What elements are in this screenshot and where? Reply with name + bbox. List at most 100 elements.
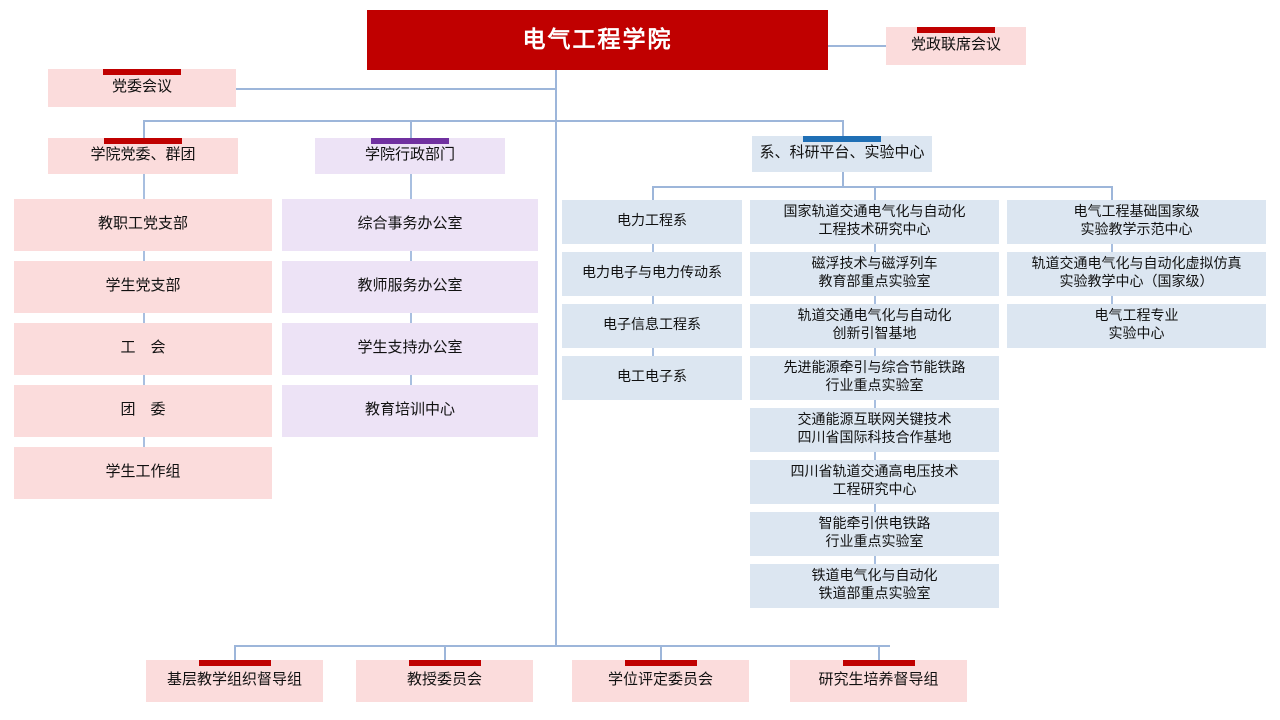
node-party-item-0[interactable]: 教职工党支部 [14,199,272,251]
node-admin-item-1-label: 教师服务办公室 [357,278,463,295]
connector-admin-stub-1 [410,251,412,261]
accent-bar-red [408,660,481,666]
branch-header-academic-label: 系、科研平台、实验中心 [759,145,925,162]
branch-header-admin[interactable]: 学院行政部门 [315,138,505,174]
connector-admin-stub-0 [410,174,412,199]
connector-plat-stub-3 [874,348,876,356]
connector-plat-stub-2 [874,296,876,304]
root-node-label: 电气工程学院 [522,27,673,53]
node-center-0[interactable]: 电气工程基础国家级 实验教学示范中心 [1007,200,1266,244]
node-center-2[interactable]: 电气工程专业 实验中心 [1007,304,1266,348]
node-committee-3-label: 研究生培养督导组 [818,672,939,689]
node-platform-6-label: 智能牵引供电铁路 行业重点实验室 [818,517,931,550]
node-admin-item-0-label: 综合事务办公室 [357,216,463,233]
branch-header-party[interactable]: 学院党委、群团 [48,138,238,174]
node-platform-2[interactable]: 轨道交通电气化与自动化 创新引智基地 [750,304,999,348]
node-center-1-label: 轨道交通电气化与自动化虚拟仿真 实验教学中心（国家级） [1031,257,1242,290]
accent-bar-purple [371,138,449,144]
connector-academic-col3 [1111,186,1113,200]
connector-dept-stub-1 [652,244,654,252]
node-committee-1-label: 教授委员会 [406,672,482,689]
connector-party-stub-4 [143,437,145,447]
node-platform-0-label: 国家轨道交通电气化与自动化 工程技术研究中心 [783,205,966,238]
node-platform-5[interactable]: 四川省轨道交通高电压技术 工程研究中心 [750,460,999,504]
node-admin-item-3-label: 教育培训中心 [364,402,455,419]
connector-bus-to-party [143,120,145,138]
connector-committee-4 [878,645,880,660]
connector-dept-stub-2 [652,296,654,304]
node-platform-4[interactable]: 交通能源互联网关键技术 四川省国际科技合作基地 [750,408,999,452]
accent-bar-red [198,660,271,666]
connector-bus-to-admin [410,120,412,138]
root-node-college[interactable]: 电气工程学院 [367,10,828,70]
node-department-0[interactable]: 电力工程系 [562,200,742,244]
accent-bar-blue [803,136,881,142]
connector-party-stub-1 [143,251,145,261]
branch-header-admin-label: 学院行政部门 [364,147,455,164]
node-admin-item-1[interactable]: 教师服务办公室 [282,261,538,313]
node-department-2-label: 电子信息工程系 [603,318,701,334]
node-department-2[interactable]: 电子信息工程系 [562,304,742,348]
connector-party-stub-3 [143,375,145,385]
node-department-1[interactable]: 电力电子与电力传动系 [562,252,742,296]
node-joint-meeting[interactable]: 党政联席会议 [886,27,1026,65]
node-platform-1-label: 磁浮技术与磁浮列车 教育部重点实验室 [811,257,938,290]
connector-academic-down [842,172,844,188]
connector-dept-stub-3 [652,348,654,356]
connector-root-trunk [555,70,557,646]
node-center-2-label: 电气工程专业 实验中心 [1094,309,1179,342]
accent-bar-red [103,69,181,75]
connector-center-stub-2 [1111,296,1113,304]
node-department-3[interactable]: 电工电子系 [562,356,742,400]
node-platform-5-label: 四川省轨道交通高电压技术 工程研究中心 [790,465,959,498]
accent-bar-red [624,660,697,666]
connector-plat-stub-1 [874,244,876,252]
node-platform-2-label: 轨道交通电气化与自动化 创新引智基地 [797,309,952,342]
node-party-item-4-label: 学生工作组 [105,464,181,481]
node-committee-0-label: 基层教学组织督导组 [166,672,302,689]
connector-plat-stub-4 [874,400,876,408]
connector-bus-to-academic [842,120,844,138]
node-party-item-1-label: 学生党支部 [105,278,181,295]
connector-root-to-joint-meeting [828,45,886,47]
connector-academic-bus [652,186,1112,188]
node-platform-3[interactable]: 先进能源牵引与综合节能铁路 行业重点实验室 [750,356,999,400]
node-joint-meeting-label: 党政联席会议 [910,37,1001,54]
node-platform-1[interactable]: 磁浮技术与磁浮列车 教育部重点实验室 [750,252,999,296]
node-admin-item-0[interactable]: 综合事务办公室 [282,199,538,251]
connector-center-stub-1 [1111,244,1113,252]
branch-header-academic[interactable]: 系、科研平台、实验中心 [752,136,932,172]
node-admin-item-2[interactable]: 学生支持办公室 [282,323,538,375]
branch-header-party-label: 学院党委、群团 [90,147,196,164]
node-admin-item-3[interactable]: 教育培训中心 [282,385,538,437]
connector-level2-bus [143,120,843,122]
node-party-item-2[interactable]: 工 会 [14,323,272,375]
node-platform-7[interactable]: 铁道电气化与自动化 铁道部重点实验室 [750,564,999,608]
connector-party-meeting [236,88,556,90]
node-department-0-label: 电力工程系 [617,214,687,230]
connector-plat-stub-6 [874,504,876,512]
connector-committee-2 [444,645,446,660]
accent-bar-red [104,138,182,144]
node-party-committee-meeting[interactable]: 党委会议 [48,69,236,107]
connector-committee-1 [234,645,236,660]
node-center-0-label: 电气工程基础国家级 实验教学示范中心 [1073,205,1200,238]
node-party-item-4[interactable]: 学生工作组 [14,447,272,499]
node-platform-4-label: 交通能源互联网关键技术 四川省国际科技合作基地 [797,413,952,446]
node-party-item-1[interactable]: 学生党支部 [14,261,272,313]
accent-bar-red [842,660,915,666]
connector-party-stub-2 [143,313,145,323]
node-committee-2[interactable]: 学位评定委员会 [572,660,749,702]
node-committee-0[interactable]: 基层教学组织督导组 [146,660,323,702]
node-platform-0[interactable]: 国家轨道交通电气化与自动化 工程技术研究中心 [750,200,999,244]
connector-committee-3 [660,645,662,660]
node-party-item-3[interactable]: 团 委 [14,385,272,437]
node-committee-3[interactable]: 研究生培养督导组 [790,660,967,702]
connector-academic-col1 [652,186,654,200]
node-committee-1[interactable]: 教授委员会 [356,660,533,702]
node-party-item-3-label: 团 委 [120,402,166,419]
node-platform-3-label: 先进能源牵引与综合节能铁路 行业重点实验室 [783,361,966,394]
node-center-1[interactable]: 轨道交通电气化与自动化虚拟仿真 实验教学中心（国家级） [1007,252,1266,296]
node-platform-6[interactable]: 智能牵引供电铁路 行业重点实验室 [750,512,999,556]
